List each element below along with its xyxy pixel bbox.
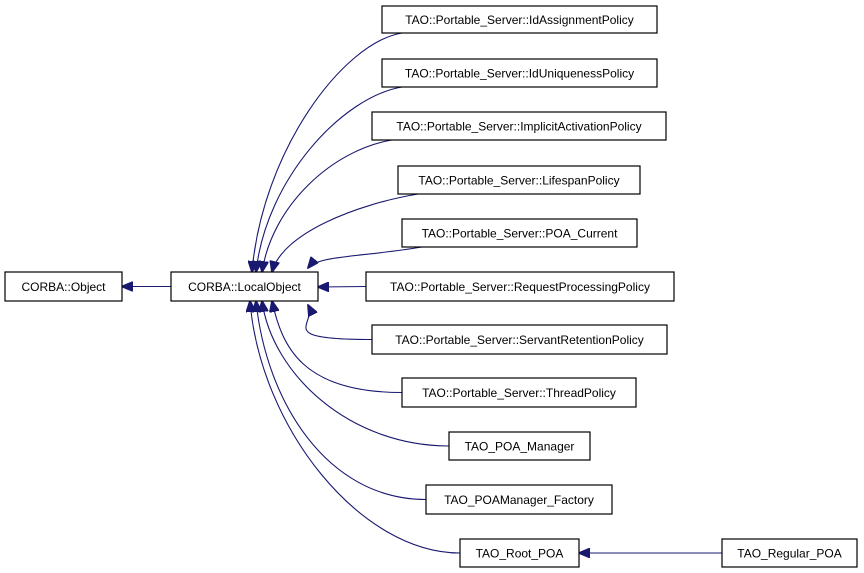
class-box[interactable] — [170, 271, 319, 302]
inheritance-edge-id_uniqueness-to-corba_localobject — [256, 86, 403, 272]
class-label: CORBA::Object — [21, 280, 106, 294]
class-box[interactable] — [401, 377, 637, 408]
class-label: TAO::Portable_Server::IdUniquenessPolicy — [405, 67, 634, 81]
class-box[interactable] — [397, 165, 641, 195]
class-box[interactable] — [371, 324, 668, 355]
class-node-poamanager-factory[interactable]: TAO_POAManager_Factory — [425, 484, 613, 515]
class-label: TAO_POAManager_Factory — [444, 493, 594, 507]
inheritance-edge-id_assignment-to-corba_localobject — [252, 32, 403, 272]
class-box[interactable] — [425, 484, 613, 515]
class-node-poa-manager[interactable]: TAO_POA_Manager — [448, 431, 591, 461]
class-box[interactable] — [721, 538, 858, 568]
class-label: TAO_Root_POA — [476, 547, 564, 561]
inheritance-edge-poa_manager-to-corba_localobject — [262, 301, 450, 447]
class-label: TAO::Portable_Server::ThreadPolicy — [422, 386, 616, 400]
class-node-id-assignment[interactable]: TAO::Portable_Server::IdAssignmentPolicy — [381, 5, 658, 34]
class-label: TAO_POA_Manager — [465, 440, 575, 454]
class-node-request-processing[interactable]: TAO::Portable_Server::RequestProcessingP… — [365, 271, 675, 302]
class-box[interactable] — [448, 431, 591, 461]
class-node-servant-retention[interactable]: TAO::Portable_Server::ServantRetentionPo… — [371, 324, 668, 355]
class-box[interactable] — [4, 271, 123, 302]
class-node-regular-poa[interactable]: TAO_Regular_POA — [721, 538, 858, 568]
class-box[interactable] — [459, 538, 580, 568]
edges — [122, 32, 722, 554]
class-label: TAO::Portable_Server::RequestProcessingP… — [390, 280, 650, 294]
class-box[interactable] — [365, 271, 675, 302]
class-node-thread-policy[interactable]: TAO::Portable_Server::ThreadPolicy — [401, 377, 637, 408]
class-label: TAO::Portable_Server::POA_Current — [422, 227, 619, 241]
class-label: TAO::Portable_Server::IdAssignmentPolicy — [405, 13, 634, 27]
inheritance-edge-poamanager_factory-to-corba_localobject — [256, 301, 427, 501]
class-node-poa-current[interactable]: TAO::Portable_Server::POA_Current — [401, 218, 638, 248]
class-node-corba-object[interactable]: CORBA::Object — [4, 271, 123, 302]
class-box[interactable] — [381, 58, 658, 88]
class-box[interactable] — [401, 218, 638, 248]
class-label: TAO::Portable_Server::ImplicitActivation… — [396, 120, 641, 134]
class-node-lifespan[interactable]: TAO::Portable_Server::LifespanPolicy — [397, 165, 641, 195]
class-label: TAO::Portable_Server::LifespanPolicy — [418, 174, 619, 188]
class-node-implicit-activation[interactable]: TAO::Portable_Server::ImplicitActivation… — [371, 111, 667, 141]
class-label: TAO_Regular_POA — [737, 547, 842, 561]
class-label: TAO::Portable_Server::ServantRetentionPo… — [395, 333, 644, 347]
class-box[interactable] — [371, 111, 667, 141]
inheritance-edge-thread_policy-to-corba_localobject — [272, 301, 403, 394]
inheritance-edge-request_processing-to-corba_localobject — [318, 287, 367, 288]
inheritance-edge-servant_retention-to-corba_localobject — [305, 305, 373, 341]
inheritance-edge-implicit_activation-to-corba_localobject — [262, 139, 393, 272]
class-label: CORBA::LocalObject — [188, 280, 301, 294]
class-node-id-uniqueness[interactable]: TAO::Portable_Server::IdUniquenessPolicy — [381, 58, 658, 88]
inheritance-edge-root_poa-to-corba_localobject — [250, 301, 461, 554]
class-box[interactable] — [381, 5, 658, 34]
inheritance-edge-poa_current-to-corba_localobject — [308, 246, 423, 268]
inheritance-edge-lifespan-to-corba_localobject — [272, 193, 419, 272]
class-node-corba-localobject[interactable]: CORBA::LocalObject — [170, 271, 319, 302]
class-node-root-poa[interactable]: TAO_Root_POA — [459, 538, 580, 568]
